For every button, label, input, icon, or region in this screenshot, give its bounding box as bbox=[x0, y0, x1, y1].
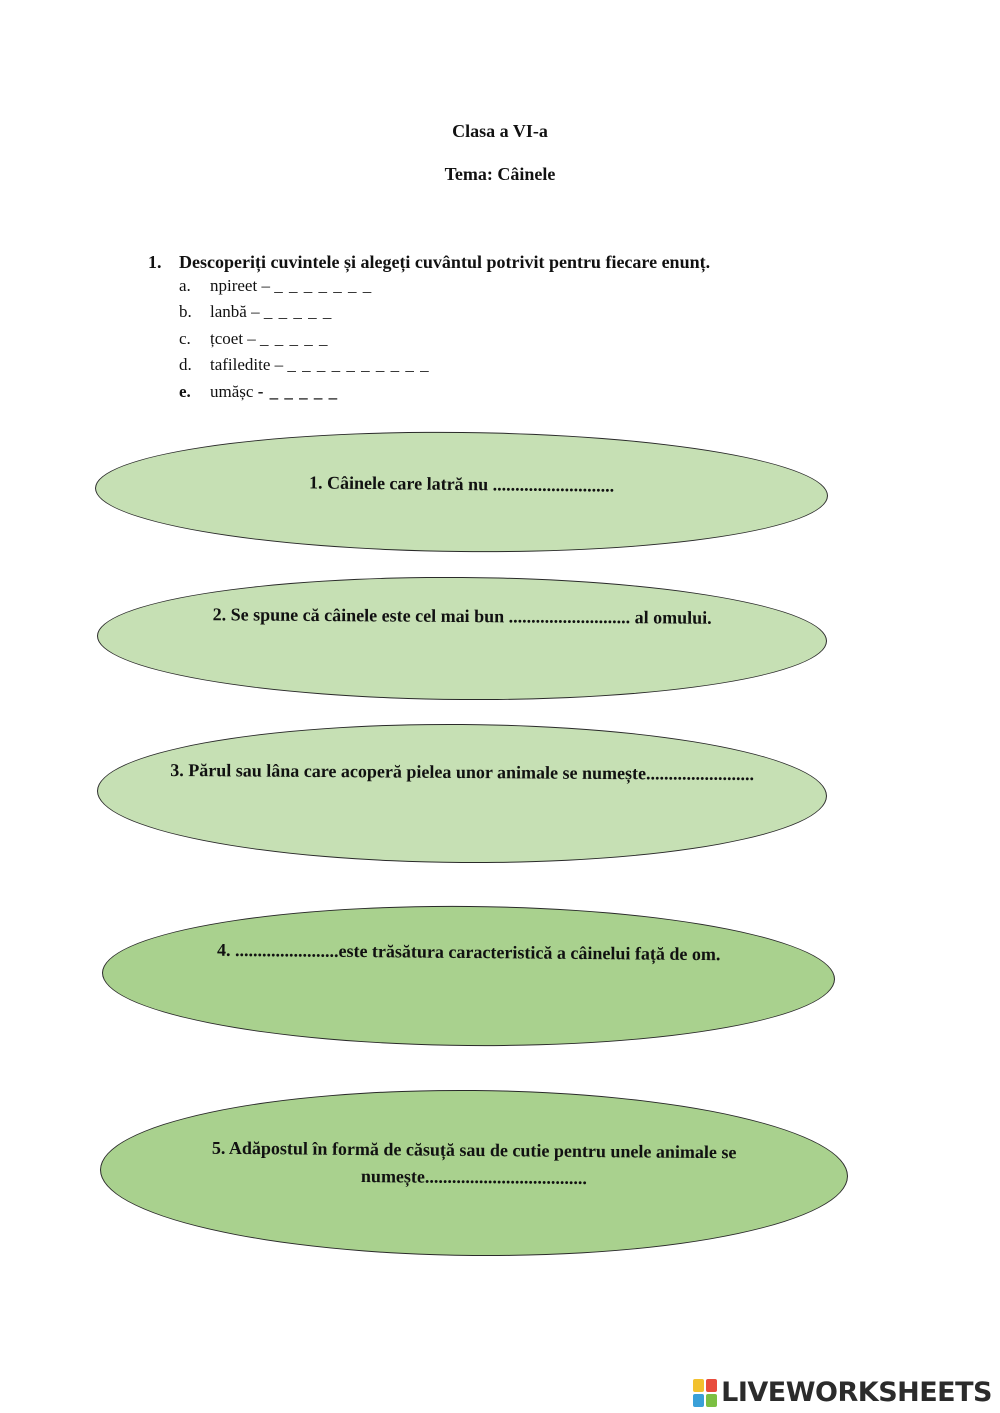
item-letter: c. bbox=[179, 329, 191, 348]
sentence-text: 3. Părul sau lâna care acoperă pielea un… bbox=[170, 759, 755, 785]
sentence-text: 2. Se spune că câinele este cel mai bun … bbox=[212, 604, 712, 628]
scrambled-word: npireet – bbox=[210, 276, 275, 295]
sentence-text: 1. Câinele care latră nu ...............… bbox=[308, 472, 615, 496]
scramble-item-a: a. npireet – _ _ _ _ _ _ _ bbox=[179, 276, 372, 296]
sentence-text: 5. Adăpostul în formă de căsuță sau de c… bbox=[211, 1137, 737, 1188]
sentence-oval-2: 2. Se spune că câinele este cel mai bun … bbox=[96, 574, 828, 703]
scrambled-word: țcoet – bbox=[210, 329, 261, 348]
item-letter: b. bbox=[179, 302, 192, 321]
answer-blanks[interactable]: - _ _ _ _ _ bbox=[257, 382, 339, 401]
liveworksheets-brand[interactable]: LIVEWORKSHEETS bbox=[693, 1377, 992, 1408]
liveworksheets-logo-icon bbox=[693, 1378, 718, 1407]
scramble-item-e: e. umășc - _ _ _ _ _ bbox=[179, 382, 338, 402]
item-letter: d. bbox=[179, 355, 192, 374]
instruction-text: Descoperiți cuvintele și alegeți cuvântu… bbox=[179, 252, 711, 272]
sentence-oval-5: 5. Adăpostul în formă de căsuță sau de c… bbox=[99, 1086, 849, 1260]
answer-blanks[interactable]: _ _ _ _ _ bbox=[260, 329, 329, 348]
answer-blanks[interactable]: _ _ _ _ _ _ _ bbox=[274, 276, 373, 295]
sentence-oval-4: 4. .......................este trăsătura… bbox=[101, 902, 836, 1050]
item-letter: a. bbox=[179, 276, 191, 295]
topic-title: Tema: Câinele bbox=[444, 164, 556, 184]
scramble-item-b: b. lanbă – _ _ _ _ _ bbox=[179, 302, 332, 322]
answer-blanks[interactable]: _ _ _ _ _ bbox=[263, 302, 333, 321]
item-letter: e. bbox=[179, 382, 191, 401]
exercise-number: 1. bbox=[148, 252, 162, 272]
sentence-text: 4. .......................este trăsătura… bbox=[216, 939, 721, 965]
scrambled-word: tafiledite – bbox=[210, 355, 288, 374]
exercise-instruction: 1. Descoperiți cuvintele și alegeți cuvân… bbox=[148, 252, 710, 273]
scrambled-word: lanbă – bbox=[210, 302, 264, 321]
sentence-oval-1: 1. Câinele care latră nu ...............… bbox=[94, 428, 829, 556]
scramble-item-d: d. tafiledite – _ _ _ _ _ _ _ _ _ _ bbox=[179, 355, 430, 375]
scrambled-word: umășc bbox=[210, 382, 258, 401]
answer-blanks[interactable]: _ _ _ _ _ _ _ _ _ _ bbox=[287, 355, 430, 374]
sentence-oval-3: 3. Părul sau lâna care acoperă pielea un… bbox=[96, 721, 828, 866]
class-label: Clasa a VI-a bbox=[452, 121, 548, 141]
brand-name: LIVEWORKSHEETS bbox=[721, 1377, 992, 1408]
scramble-item-c: c. țcoet – _ _ _ _ _ bbox=[179, 329, 329, 349]
